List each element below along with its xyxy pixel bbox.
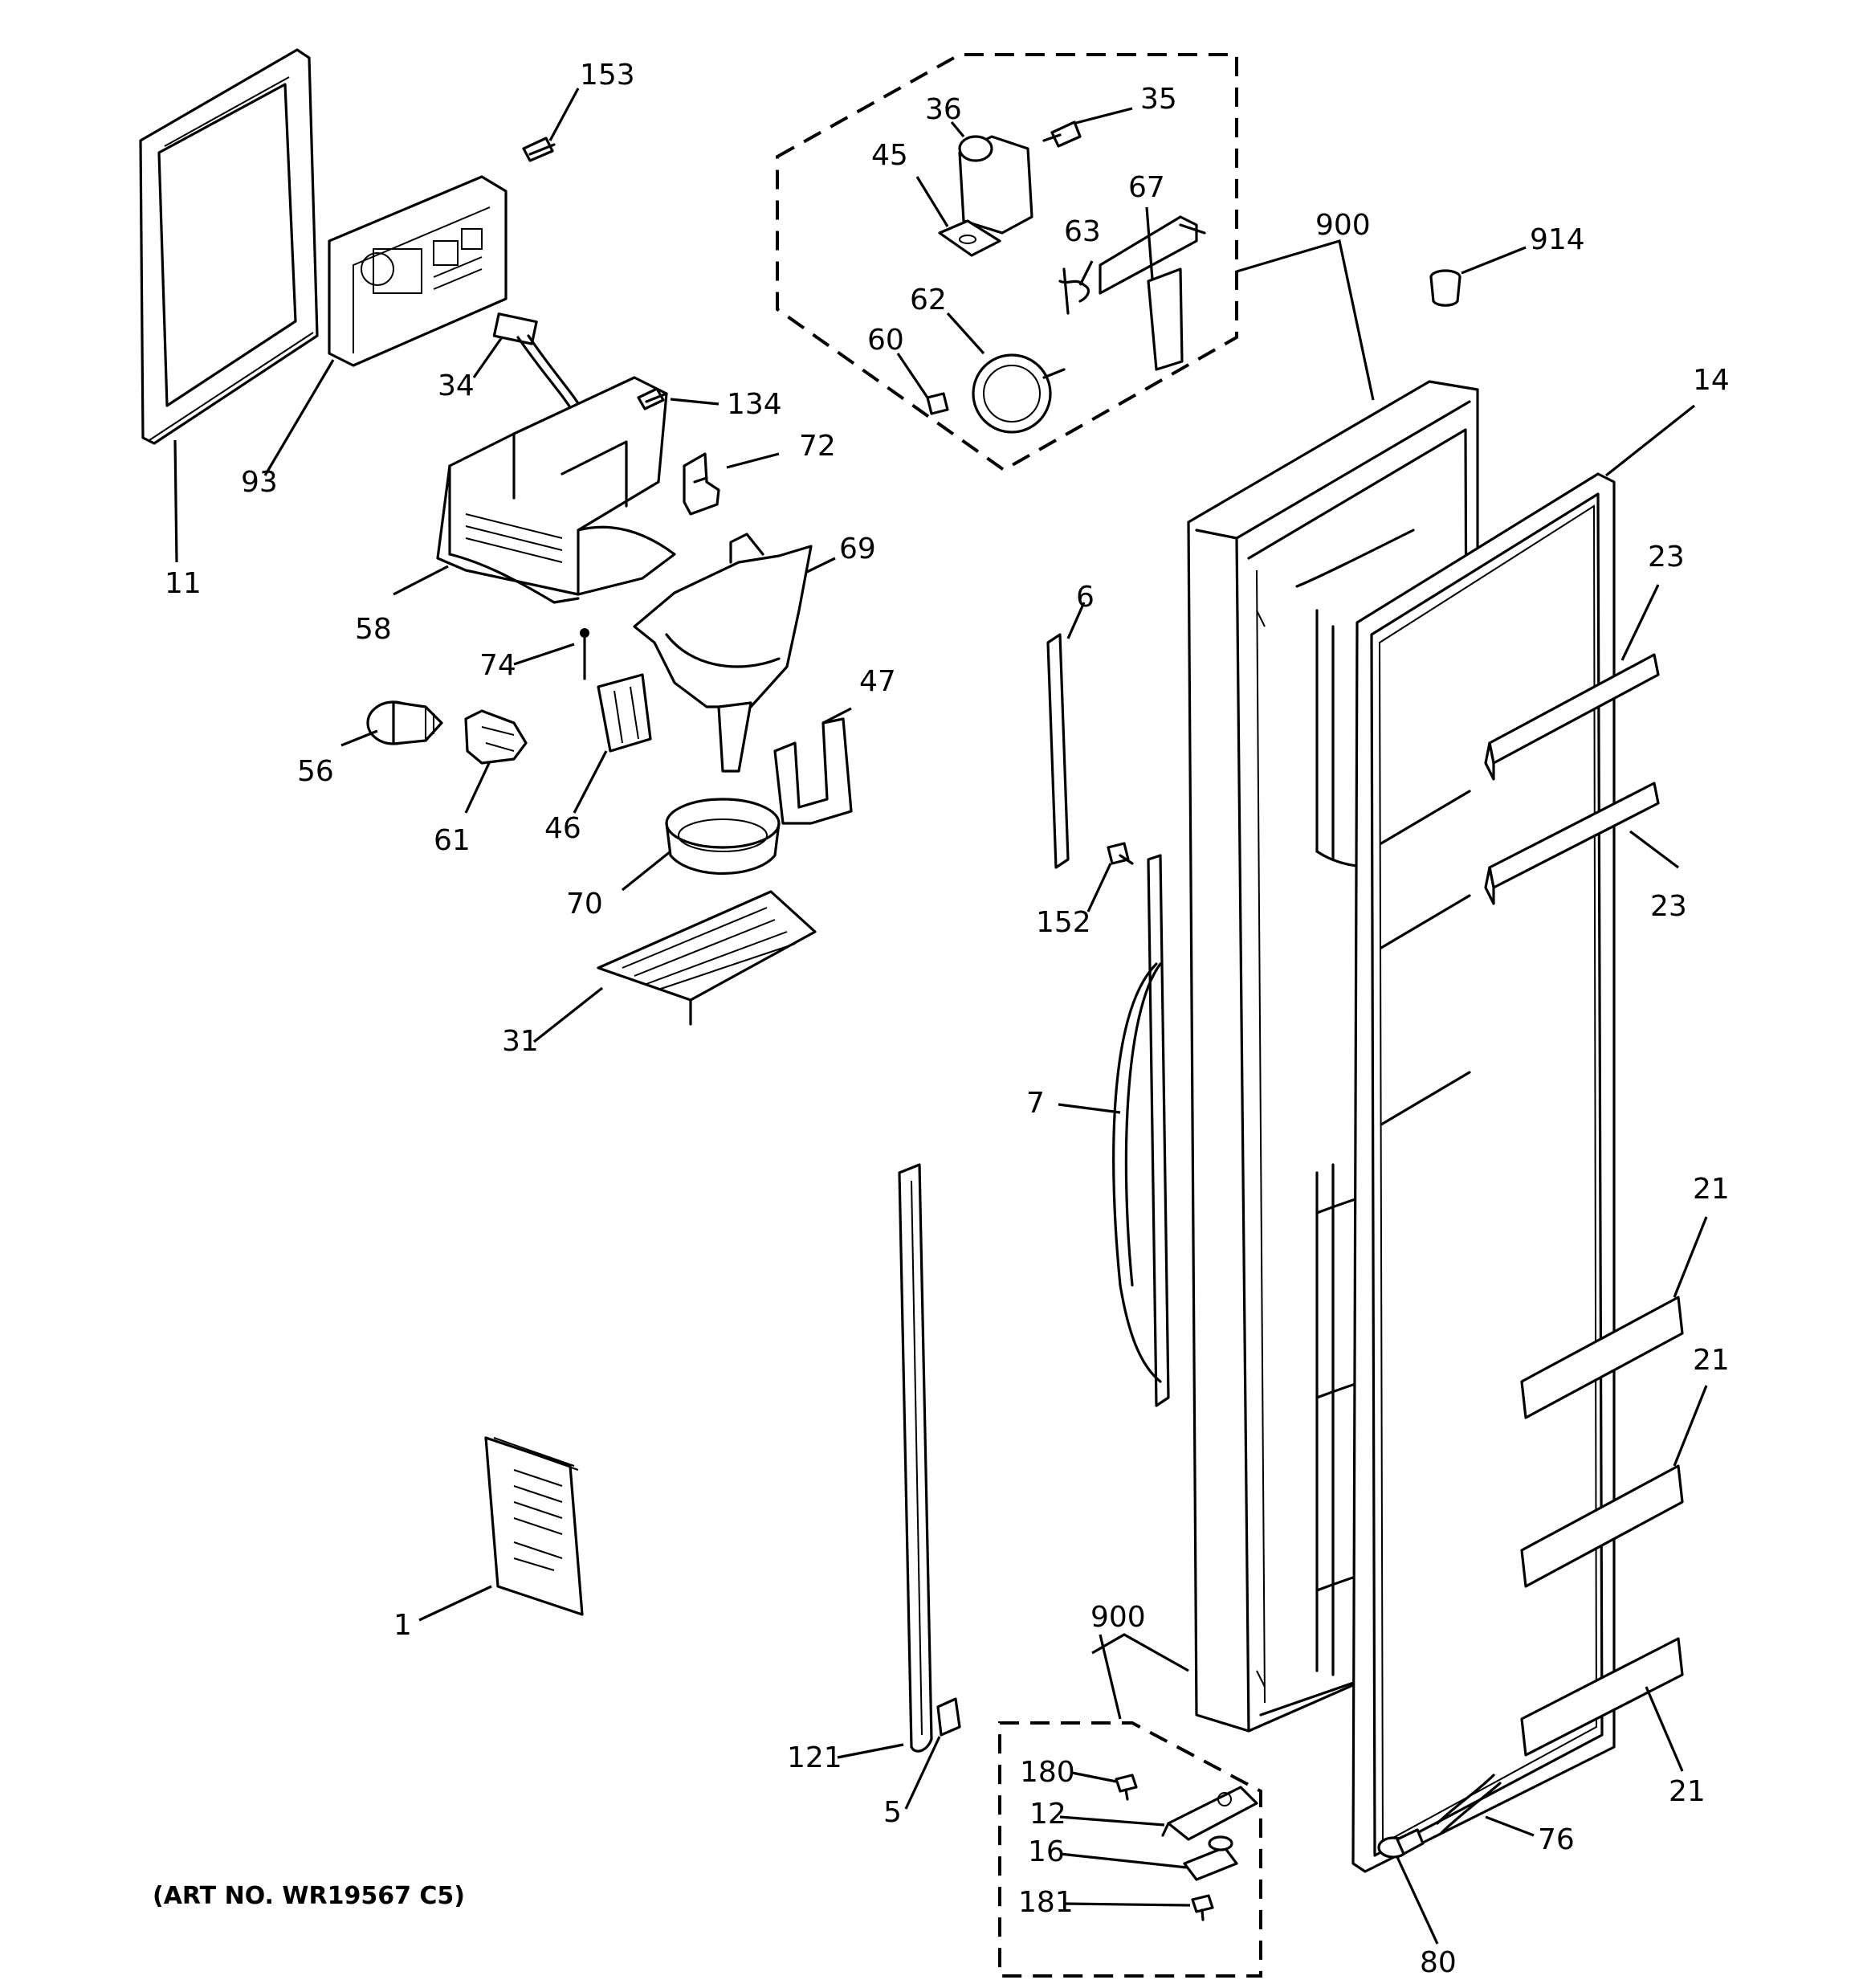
label-152: 152 bbox=[1036, 906, 1091, 939]
label-7: 7 bbox=[1026, 1087, 1045, 1120]
part-72-switch bbox=[683, 452, 720, 516]
label-36: 36 bbox=[925, 93, 962, 126]
label-63: 63 bbox=[1064, 215, 1101, 248]
part-181-screw bbox=[1191, 1894, 1214, 1921]
part-67-lever bbox=[1099, 215, 1206, 371]
label-181: 181 bbox=[1018, 1886, 1074, 1919]
label-23-upper: 23 bbox=[1648, 541, 1685, 574]
label-34: 34 bbox=[438, 369, 475, 402]
part-62-coil bbox=[972, 353, 1066, 434]
part-134-screw bbox=[637, 387, 668, 410]
label-21-second: 21 bbox=[1693, 1344, 1730, 1377]
part-93-control-board bbox=[328, 175, 508, 367]
label-11: 11 bbox=[165, 567, 202, 600]
label-76: 76 bbox=[1538, 1823, 1575, 1856]
label-56: 56 bbox=[297, 755, 334, 788]
part-12-hinge bbox=[1161, 1786, 1258, 1841]
part-21-trim-2 bbox=[1520, 1464, 1684, 1588]
label-70: 70 bbox=[566, 888, 603, 921]
part-76-tube bbox=[1436, 1774, 1502, 1835]
label-134: 134 bbox=[727, 388, 782, 421]
label-80: 80 bbox=[1420, 1946, 1457, 1979]
label-153: 153 bbox=[580, 59, 635, 92]
label-58: 58 bbox=[355, 613, 392, 646]
label-46: 46 bbox=[544, 812, 581, 845]
part-80-fitting bbox=[1377, 1828, 1425, 1859]
part-7-handle bbox=[1112, 854, 1170, 1407]
art-number-caption: (ART NO. WR19567 C5) bbox=[153, 1882, 465, 1910]
part-23-trim-upper bbox=[1484, 653, 1660, 781]
label-23-lower: 23 bbox=[1650, 890, 1687, 923]
part-74-pin bbox=[580, 628, 589, 680]
dashed-group-top bbox=[776, 53, 1238, 472]
label-45: 45 bbox=[871, 139, 908, 172]
part-70-ring bbox=[665, 798, 781, 875]
label-914: 914 bbox=[1530, 223, 1585, 256]
part-1-manual bbox=[484, 1436, 584, 1616]
part-152-screw bbox=[1107, 842, 1134, 865]
part-69-ice-funnel bbox=[633, 533, 813, 773]
label-21-third: 21 bbox=[1669, 1775, 1706, 1808]
dashed-group-bottom bbox=[998, 1721, 1262, 1978]
part-153-screw bbox=[522, 137, 556, 162]
label-900-bottom: 900 bbox=[1090, 1601, 1146, 1634]
part-23-trim-lower bbox=[1484, 782, 1660, 905]
part-11-dispenser-frame bbox=[139, 48, 319, 445]
part-31-drip-tray bbox=[597, 890, 817, 1026]
label-14: 14 bbox=[1693, 364, 1730, 397]
part-14-gasket bbox=[1351, 472, 1616, 1873]
part-34-wire-harness bbox=[492, 312, 584, 415]
part-58-chute-housing bbox=[436, 376, 676, 604]
part-5-clip bbox=[936, 1697, 961, 1737]
part-180-screw bbox=[1115, 1774, 1138, 1801]
label-35: 35 bbox=[1140, 83, 1177, 116]
label-61: 61 bbox=[434, 824, 471, 857]
label-74: 74 bbox=[479, 649, 516, 682]
part-60-screw bbox=[926, 392, 949, 415]
label-69: 69 bbox=[839, 533, 876, 565]
label-180: 180 bbox=[1020, 1756, 1075, 1789]
label-900-top: 900 bbox=[1315, 209, 1371, 242]
part-36-solenoid bbox=[958, 135, 1033, 235]
part-45-bracket bbox=[938, 219, 1001, 257]
part-47-bracket bbox=[773, 717, 853, 825]
part-121-trim-long bbox=[898, 1163, 933, 1753]
part-46-slide bbox=[597, 673, 652, 753]
label-62: 62 bbox=[910, 284, 947, 316]
label-93: 93 bbox=[241, 466, 278, 499]
part-56-cap bbox=[366, 700, 443, 745]
part-35-screw bbox=[1042, 120, 1082, 148]
part-6-trim-strip bbox=[1046, 633, 1070, 869]
label-21-first: 21 bbox=[1693, 1173, 1730, 1206]
part-16-hinge-pin bbox=[1183, 1835, 1238, 1881]
part-labels: 153 11 93 34 134 72 58 69 74 56 61 46 47… bbox=[165, 59, 1730, 1979]
leader-lines bbox=[173, 88, 1708, 1945]
label-67: 67 bbox=[1128, 171, 1165, 204]
label-16: 16 bbox=[1028, 1835, 1065, 1868]
part-21-trim-1 bbox=[1520, 1296, 1684, 1419]
label-121: 121 bbox=[787, 1741, 842, 1774]
label-60: 60 bbox=[867, 324, 904, 357]
label-12: 12 bbox=[1029, 1798, 1066, 1831]
part-63-spring bbox=[1058, 267, 1090, 315]
label-6: 6 bbox=[1076, 581, 1095, 614]
label-47: 47 bbox=[859, 665, 896, 698]
label-31: 31 bbox=[502, 1025, 539, 1058]
part-21-trim-3 bbox=[1520, 1637, 1684, 1757]
label-5: 5 bbox=[883, 1796, 902, 1829]
label-72: 72 bbox=[799, 430, 836, 463]
label-1: 1 bbox=[393, 1609, 412, 1642]
part-61-cam bbox=[464, 709, 528, 765]
part-914-plug bbox=[1429, 269, 1461, 307]
